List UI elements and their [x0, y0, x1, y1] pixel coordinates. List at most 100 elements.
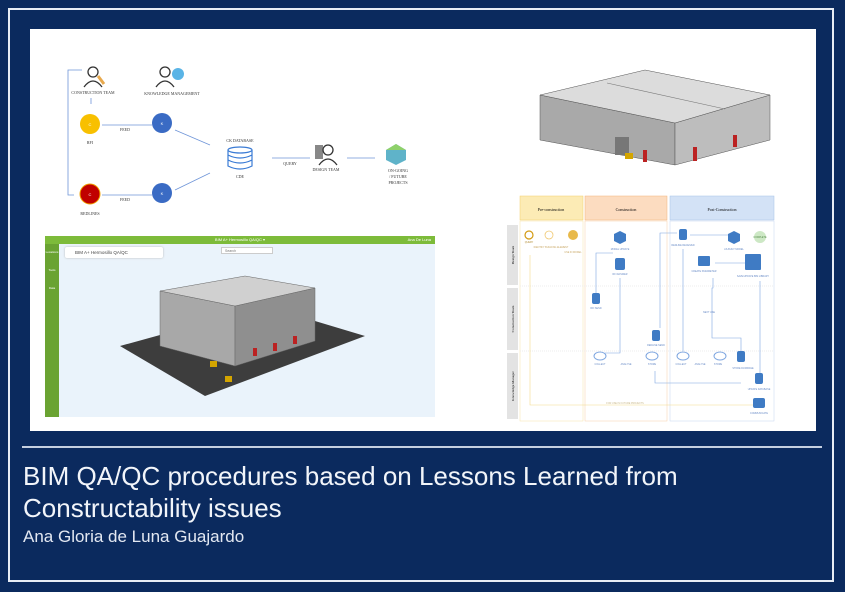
redlines-label: REDLINES — [80, 211, 99, 216]
sidebar-item-tools[interactable]: Tools — [48, 268, 56, 272]
diagram-label: COLLECT — [594, 363, 606, 366]
diagram-shape — [225, 376, 232, 382]
connector — [174, 129, 211, 146]
project-title[interactable]: BIM A+ Hermosillo QA/QC — [214, 237, 262, 242]
diagram-shape — [643, 135, 737, 162]
diagram-shape — [615, 258, 625, 270]
database-icon — [227, 146, 253, 170]
user-menu[interactable]: Ana De Luna — [407, 237, 431, 242]
lane-design-team: Design Team — [511, 245, 515, 264]
diagram-shape — [253, 336, 297, 356]
diagram-shape — [524, 230, 534, 240]
diagram-shape — [87, 66, 99, 78]
diagram-label: REDLINE RECEIVED — [671, 244, 695, 247]
diagram-shape — [96, 75, 106, 85]
poster-author: Ana Gloria de Luna Guajardo — [23, 527, 245, 546]
diagram-shape — [676, 351, 690, 361]
diagram-shape — [172, 68, 184, 80]
diagram-shape — [659, 232, 677, 328]
diagram-shape — [593, 351, 607, 361]
lane-knowledge-manager: Knowledge Manager — [511, 370, 515, 400]
diagram-label: RFI ANSWER — [613, 273, 628, 276]
diagram-label: AS-BUILT MODEL — [724, 248, 744, 251]
diagram-shape — [318, 158, 338, 166]
redlines-c-node — [79, 183, 101, 205]
sidebar-item-data[interactable]: Data — [48, 286, 56, 290]
diagram-shape — [155, 80, 175, 88]
app-sidebar: Locations Tools Data — [45, 244, 59, 417]
diagram-shape — [592, 293, 600, 304]
diagram-shape — [737, 351, 745, 362]
diagram-shape — [519, 220, 584, 422]
diagram-shape — [210, 361, 217, 367]
diagram-shape — [606, 82, 726, 110]
ck-database-label: CK DATABASE — [226, 138, 254, 143]
diagram-shape — [315, 145, 323, 159]
diagram-shape — [595, 252, 613, 293]
diagram-shape — [83, 80, 103, 88]
diagram-label: MODEL UPDATE — [611, 248, 630, 251]
diagram-shape — [159, 66, 171, 78]
diagram-label: K — [161, 121, 164, 126]
diagram-label: STORE DATABASE — [732, 367, 754, 370]
diagram-label: SAVE/UPDATE BIM LIBRARY — [737, 275, 770, 278]
search-input[interactable]: Search — [221, 247, 273, 254]
diagram-label: ANALYSE — [695, 363, 706, 366]
warehouse-render — [539, 69, 771, 166]
diagram-shape — [669, 220, 775, 422]
diagram-shape — [507, 288, 518, 350]
diagram-shape — [227, 146, 253, 154]
design-team-icon — [315, 144, 338, 166]
diagram-shape — [584, 195, 668, 221]
rfi-label: RFI — [87, 140, 94, 145]
design-team-label: DESIGN TEAM — [313, 167, 340, 172]
diagram-shape — [755, 373, 763, 384]
phase-preconstruction: Pre-construction — [538, 207, 564, 212]
diagram-label: IDENTIFY BUILDING ELEMENT — [534, 246, 569, 249]
diagram-shape — [711, 278, 742, 351]
diagram-shape — [507, 225, 518, 285]
diagram-label: FOR USE IN FUTURE PROJECTS — [606, 402, 644, 405]
diagram-label: PROJECTS — [388, 180, 407, 185]
app-header: BIM A+ Hermosillo QA/QC ▾ Ana De Luna — [45, 236, 435, 244]
diagram-label: COLLECT — [675, 363, 687, 366]
diagram-label: RFI SEND — [590, 307, 601, 310]
process-swimlane-diagram: Pre-construction Construction Post-Const… — [507, 195, 775, 422]
poster-frame — [8, 8, 834, 582]
diagram-shape — [754, 231, 766, 243]
diagram-shape — [605, 278, 621, 354]
diagram-shape — [544, 230, 554, 240]
diagram-shape — [728, 231, 740, 244]
lane-construction-team: Construction Team — [511, 305, 515, 332]
diagram-label: C — [89, 192, 92, 197]
diagram-label: CREATE PARAMETER — [692, 270, 717, 273]
3d-model-view[interactable] — [115, 266, 375, 416]
sidebar-item-locations[interactable]: Locations — [45, 250, 59, 254]
diagram-label: STORE — [714, 363, 723, 366]
diagram-label: QUERY — [525, 241, 534, 244]
diagram-shape — [669, 195, 775, 221]
breadcrumb[interactable]: BIM A+ Hermosillo QA/QC — [65, 247, 163, 258]
diagram-shape — [713, 351, 727, 361]
forklift — [625, 153, 633, 159]
diagram-label: USE IN MODEL — [564, 251, 582, 254]
diagram-shape — [227, 150, 253, 170]
knowledge-management-icon — [155, 66, 184, 88]
diagram-shape — [568, 230, 578, 240]
diagram-shape — [652, 330, 660, 341]
divider — [22, 446, 822, 448]
diagram-shape — [386, 144, 406, 150]
diagram-shape — [595, 232, 761, 384]
diagram-shape — [679, 229, 687, 240]
diagram-shape — [654, 371, 741, 384]
diagram-label: COMMUNICATE — [750, 412, 768, 415]
diagram-shape — [67, 69, 375, 196]
knowledge-management-label: KNOWLEDGE MANAGEMENT — [144, 91, 200, 96]
diagram-shape — [753, 398, 765, 408]
diagram-shape — [322, 144, 334, 156]
rfi-k-node — [152, 113, 172, 133]
poster-title: BIM QA/QC procedures based on Lessons Le… — [23, 461, 678, 523]
diagram-shape — [507, 353, 518, 419]
connector — [174, 172, 211, 191]
bim-viewer-screenshot: BIM A+ Hermosillo QA/QC ▾ Ana De Luna Lo… — [45, 236, 435, 417]
